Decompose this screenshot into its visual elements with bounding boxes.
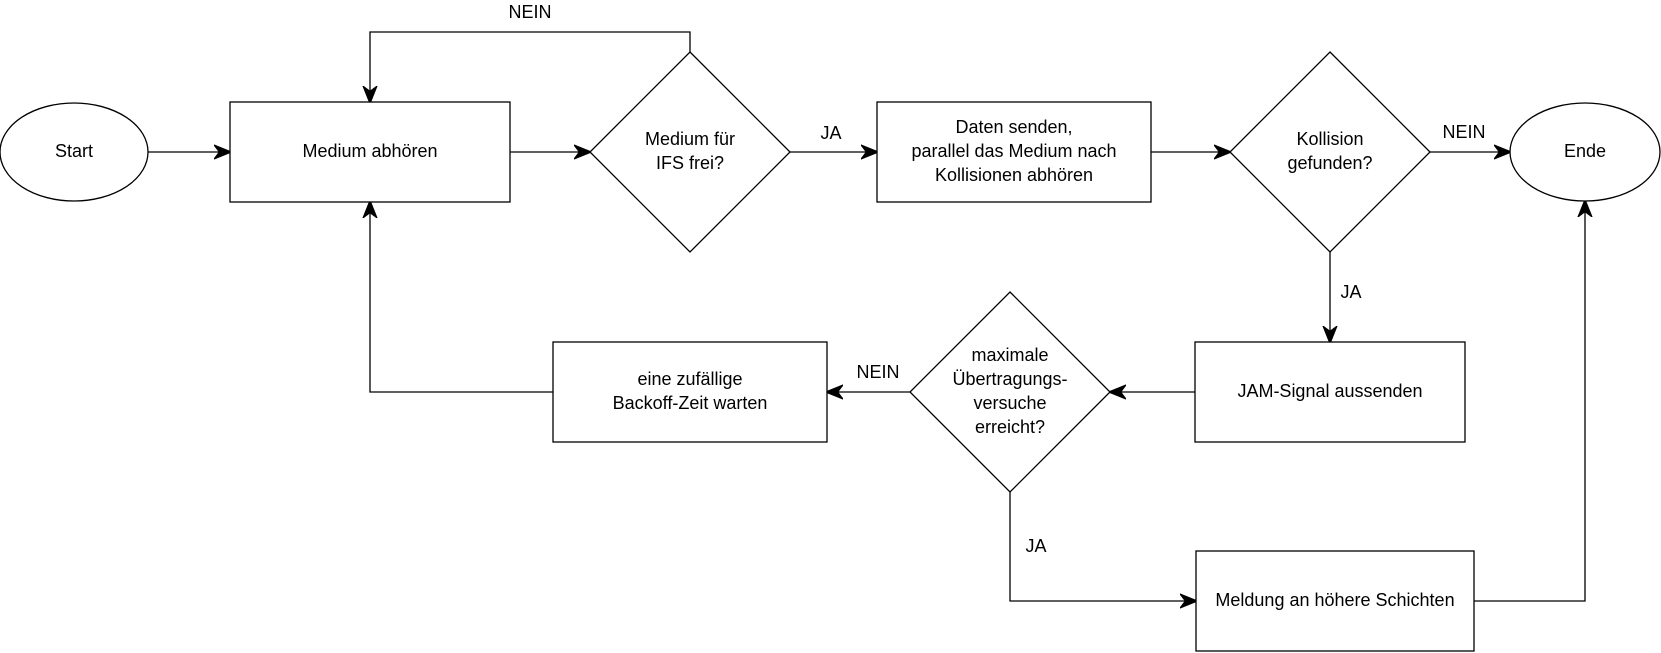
decision-shape — [909, 291, 1111, 493]
node-start: Start — [0, 102, 149, 202]
decision-shape — [589, 51, 791, 253]
node-send-text: parallel das Medium nach — [911, 141, 1116, 161]
process-shape — [1195, 550, 1475, 652]
edge-label-nein: NEIN — [856, 362, 899, 382]
process-shape — [229, 101, 511, 203]
node-max-attempts-text: versuche — [973, 393, 1046, 413]
node-ifs-free-text: IFS frei? — [656, 153, 724, 173]
node-max-attempts-text: Übertragungs- — [952, 369, 1067, 389]
node-send: Daten senden, parallel das Medium nachKol… — [876, 101, 1152, 203]
node-listen-text: Medium abhören — [302, 141, 437, 161]
edge-label-nein: NEIN — [508, 2, 551, 22]
edge-label-nein: NEIN — [1442, 122, 1485, 142]
node-listen: Medium abhören — [229, 101, 511, 203]
node-collision: Kollision gefunden? — [1229, 51, 1431, 253]
edge-labels-layer: JA NEIN NEIN JA NEIN JA — [508, 2, 1485, 556]
node-jam: JAM-Signal aussenden — [1194, 341, 1466, 443]
node-backoff-text: eine zufällige — [637, 369, 742, 389]
node-send-text: Kollisionen abhören — [935, 165, 1093, 185]
node-report: Meldung an höhere Schichten — [1195, 550, 1475, 652]
node-collision-text: Kollision — [1296, 129, 1363, 149]
terminator-shape — [0, 102, 149, 202]
node-end: Ende — [1509, 102, 1661, 202]
node-send-text: Daten senden, — [955, 117, 1072, 137]
process-shape — [876, 101, 1152, 203]
edge-max-attempts-to-report — [1009, 492, 1196, 601]
edge-report-to-end — [1474, 201, 1585, 602]
edge-ifs-free-to-listen — [370, 31, 691, 102]
node-max-attempts-text: maximale — [971, 345, 1048, 365]
node-jam-text: JAM-Signal aussenden — [1237, 381, 1422, 401]
process-shape — [552, 341, 828, 443]
edge-backoff-to-listen — [370, 202, 553, 393]
node-end-text: Ende — [1564, 141, 1606, 161]
node-collision-text: gefunden? — [1287, 153, 1372, 173]
process-shape — [1194, 341, 1466, 443]
node-start-text: Start — [55, 141, 93, 161]
node-report-text: Meldung an höhere Schichten — [1215, 590, 1454, 610]
node-ifs-free-text: Medium für — [645, 129, 735, 149]
node-backoff-text: Backoff-Zeit warten — [613, 393, 768, 413]
edge-label-ja: JA — [820, 123, 841, 143]
decision-shape — [1229, 51, 1431, 253]
terminator-shape — [1509, 102, 1661, 202]
node-max-attempts-text: erreicht? — [975, 417, 1045, 437]
edges-layer — [148, 31, 1585, 602]
edge-label-ja: JA — [1025, 536, 1046, 556]
edge-label-ja: JA — [1340, 282, 1361, 302]
